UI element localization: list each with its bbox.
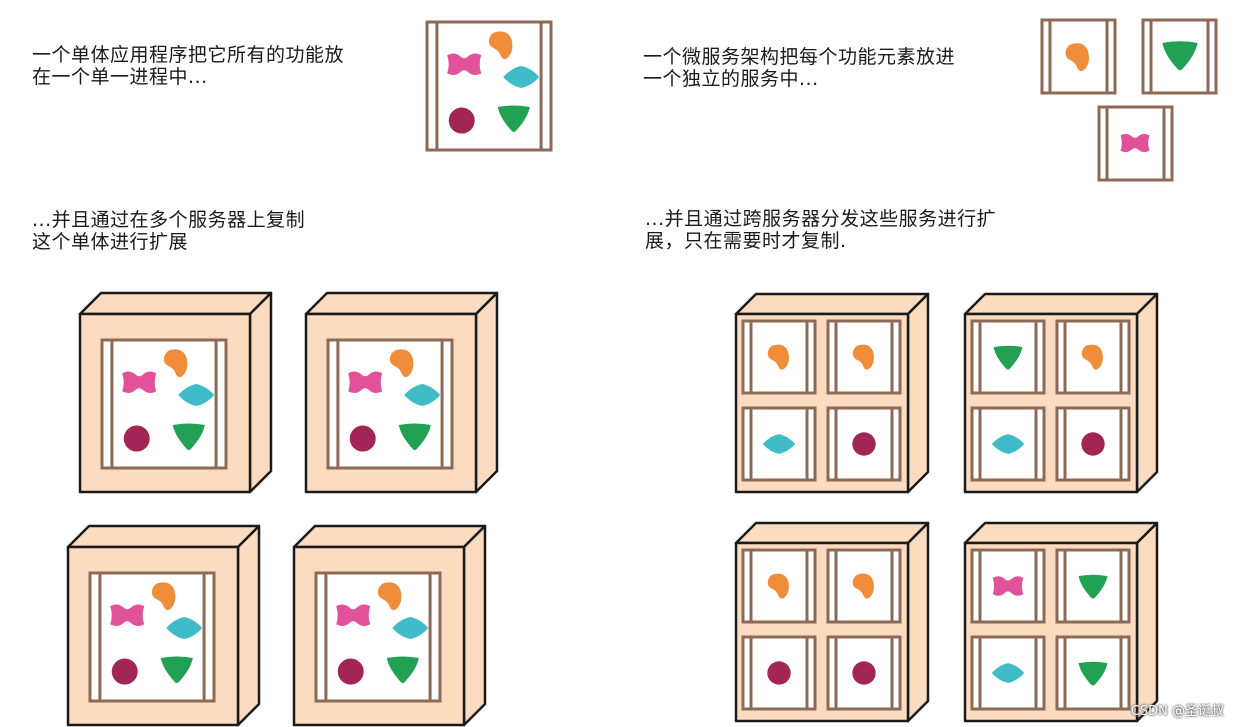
server-side: [1137, 294, 1157, 492]
server-top: [294, 526, 485, 547]
server-top: [965, 523, 1157, 543]
maroon-circle-icon: [112, 659, 138, 685]
server-top: [736, 294, 928, 314]
watermark: CSDN @圣诞叔: [1131, 700, 1224, 719]
server-top: [80, 293, 271, 314]
server-top: [68, 526, 259, 547]
maroon-circle-icon: [338, 659, 364, 685]
server-side: [464, 526, 485, 725]
server-top: [965, 294, 1157, 314]
server-top: [736, 523, 928, 543]
maroon-circle-icon: [852, 661, 875, 684]
server-side: [908, 294, 928, 492]
server-side: [908, 523, 928, 721]
maroon-circle-icon: [852, 432, 875, 455]
maroon-circle-icon: [449, 108, 475, 134]
server-side: [250, 293, 271, 492]
microservices-side: [736, 20, 1216, 721]
maroon-circle-icon: [767, 661, 790, 684]
maroon-circle-icon: [350, 426, 376, 452]
server-side: [238, 526, 259, 725]
maroon-circle-icon: [124, 426, 150, 452]
monolith-side: [68, 22, 551, 725]
server-top: [306, 293, 497, 314]
maroon-circle-icon: [1081, 432, 1104, 455]
server-side: [476, 293, 497, 492]
server-side: [1137, 523, 1157, 721]
